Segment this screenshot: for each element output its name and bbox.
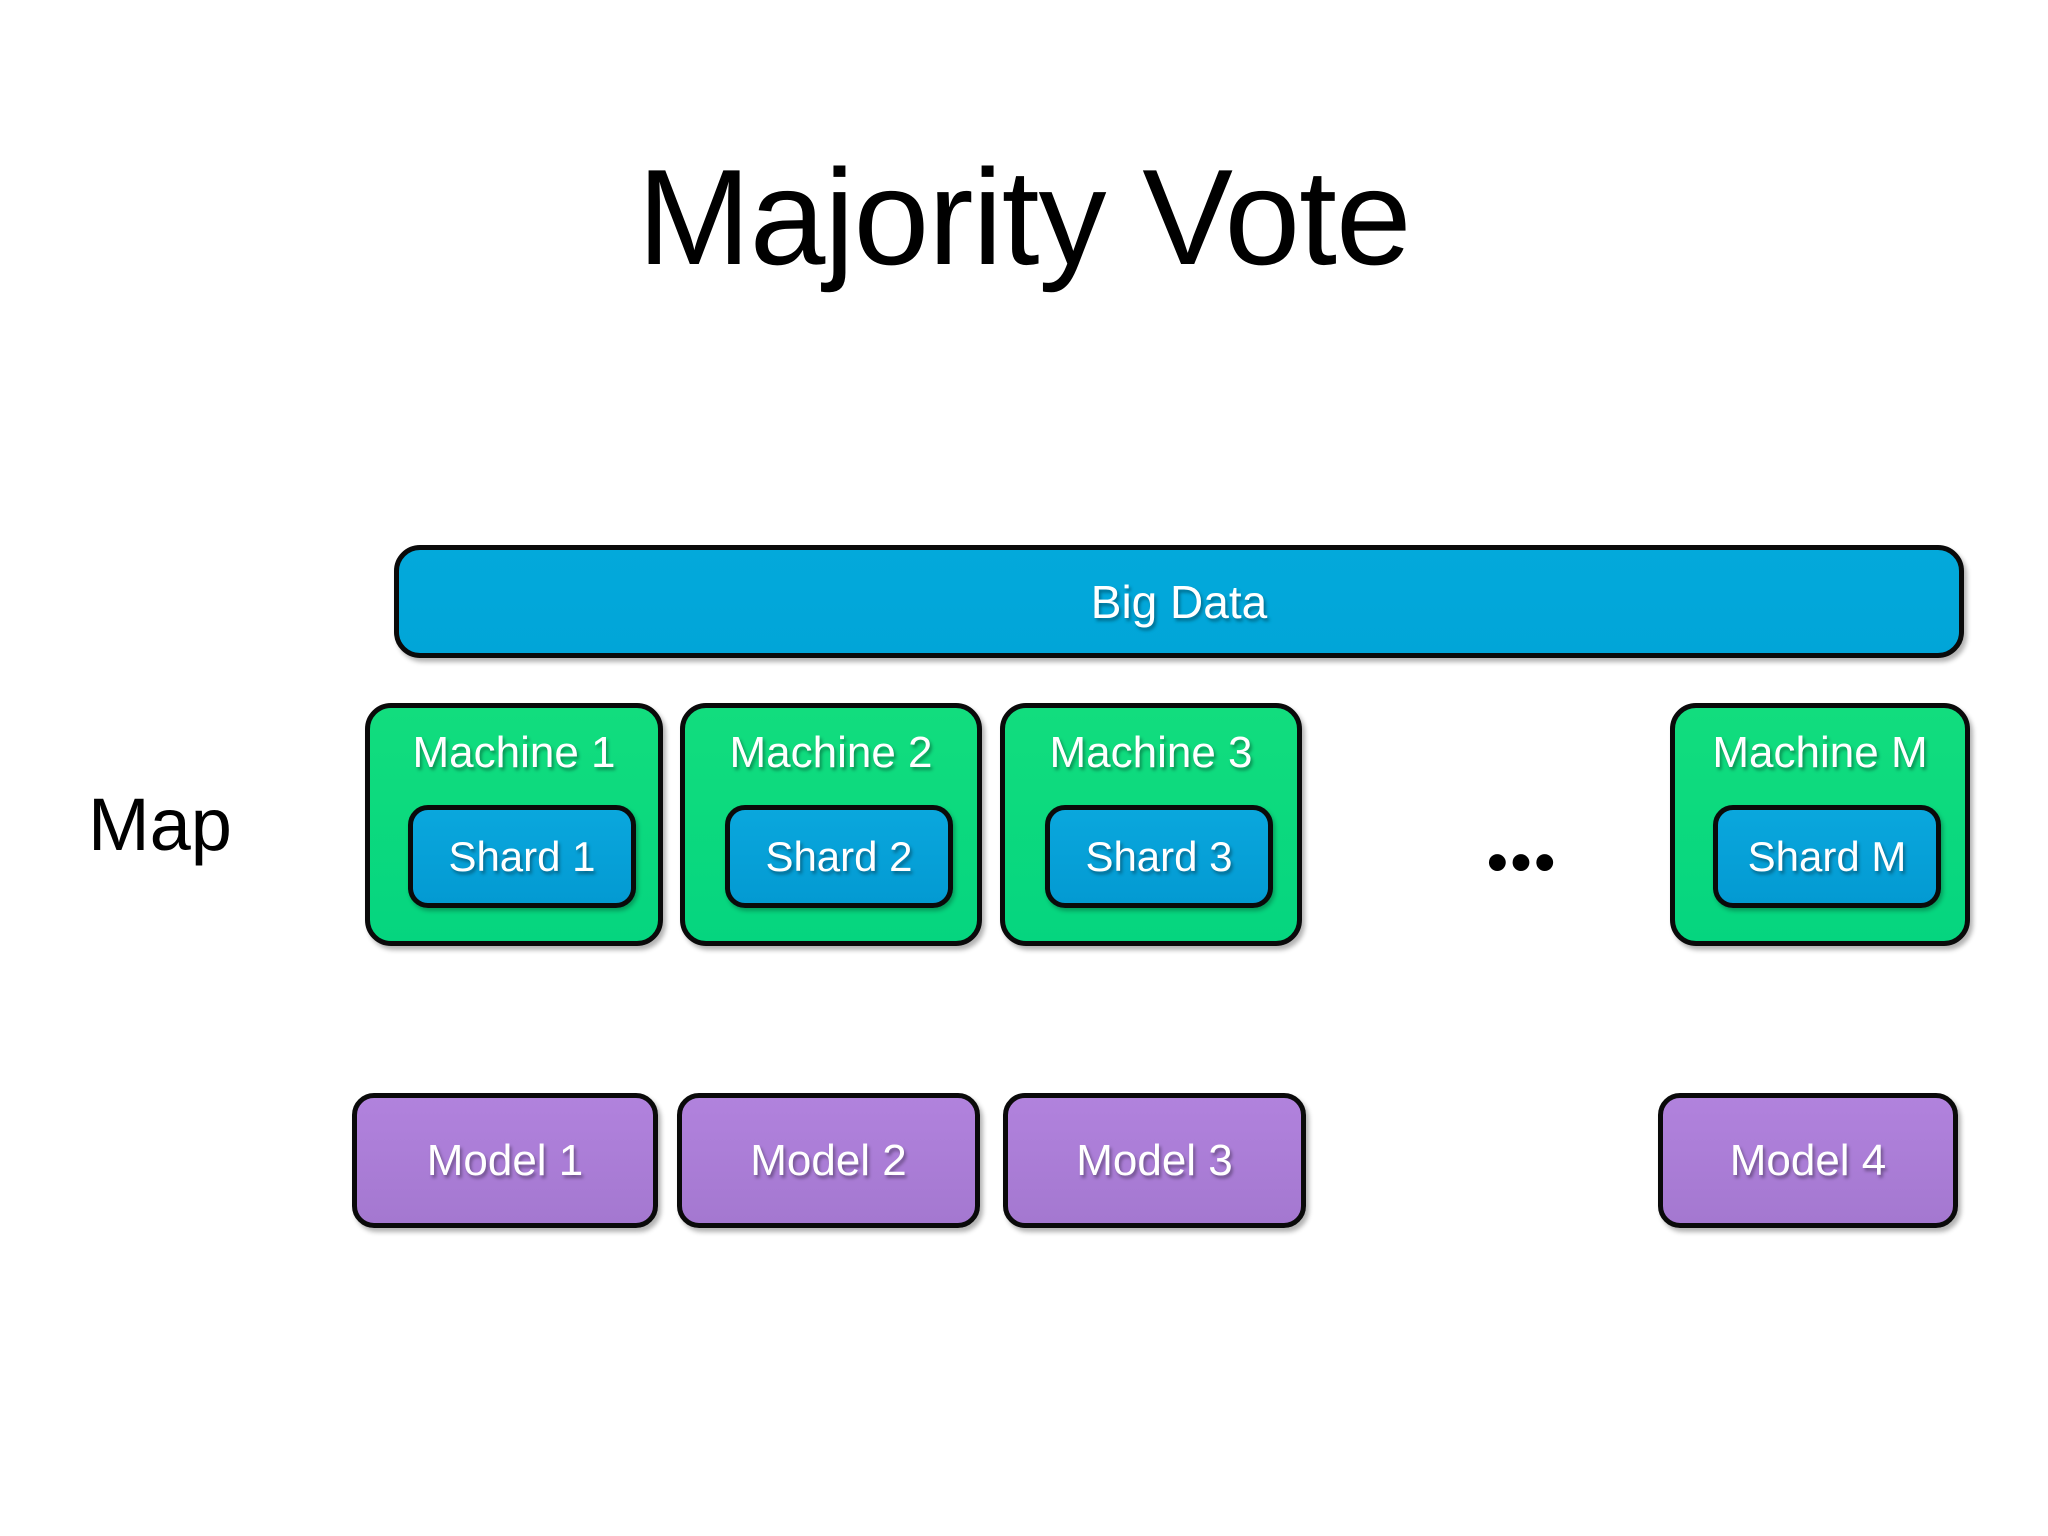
shard-label-3: Shard 3 (1085, 832, 1233, 880)
model-box-2: Model 2 (677, 1093, 980, 1228)
ellipsis-indicator: ••• (1486, 828, 1558, 897)
big-data-label: Big Data (1090, 575, 1268, 628)
machine-label-1: Machine 1 (412, 728, 616, 777)
model-label-4: Model 4 (1729, 1135, 1887, 1185)
model-label-1: Model 1 (426, 1135, 584, 1185)
shard-label-2: Shard 2 (765, 832, 913, 880)
model-label-3: Model 3 (1076, 1135, 1233, 1185)
shard-label-m: Shard M (1747, 832, 1907, 880)
shard-box-3: Shard 3 (1045, 805, 1273, 908)
big-data-bar: Big Data (394, 545, 1964, 658)
model-label-2: Model 2 (750, 1135, 907, 1185)
stage-label-map: Map (88, 783, 232, 866)
shard-box-2: Shard 2 (725, 805, 953, 908)
machine-label-3: Machine 3 (1049, 728, 1253, 777)
page-title: Majority Vote (637, 141, 1411, 293)
machine-label-2: Machine 2 (729, 728, 933, 777)
machine-label-m: Machine M (1712, 728, 1928, 777)
shard-box-1: Shard 1 (408, 805, 636, 908)
shard-label-1: Shard 1 (448, 832, 596, 880)
model-box-3: Model 3 (1003, 1093, 1306, 1228)
model-box-4: Model 4 (1658, 1093, 1958, 1228)
shard-box-m: Shard M (1713, 805, 1941, 908)
model-box-1: Model 1 (352, 1093, 658, 1228)
